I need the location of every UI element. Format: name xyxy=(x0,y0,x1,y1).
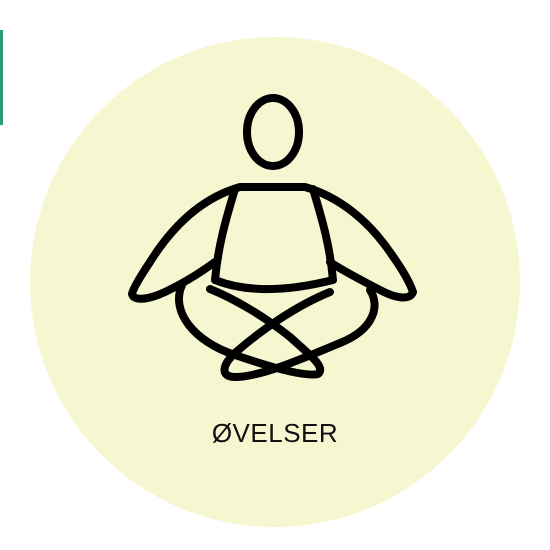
tile-label: ØVELSER xyxy=(211,418,339,448)
meditation-figure-icon xyxy=(128,94,417,381)
edge-accent-strip xyxy=(0,30,3,125)
exercises-tile[interactable]: ØVELSER xyxy=(30,37,520,527)
